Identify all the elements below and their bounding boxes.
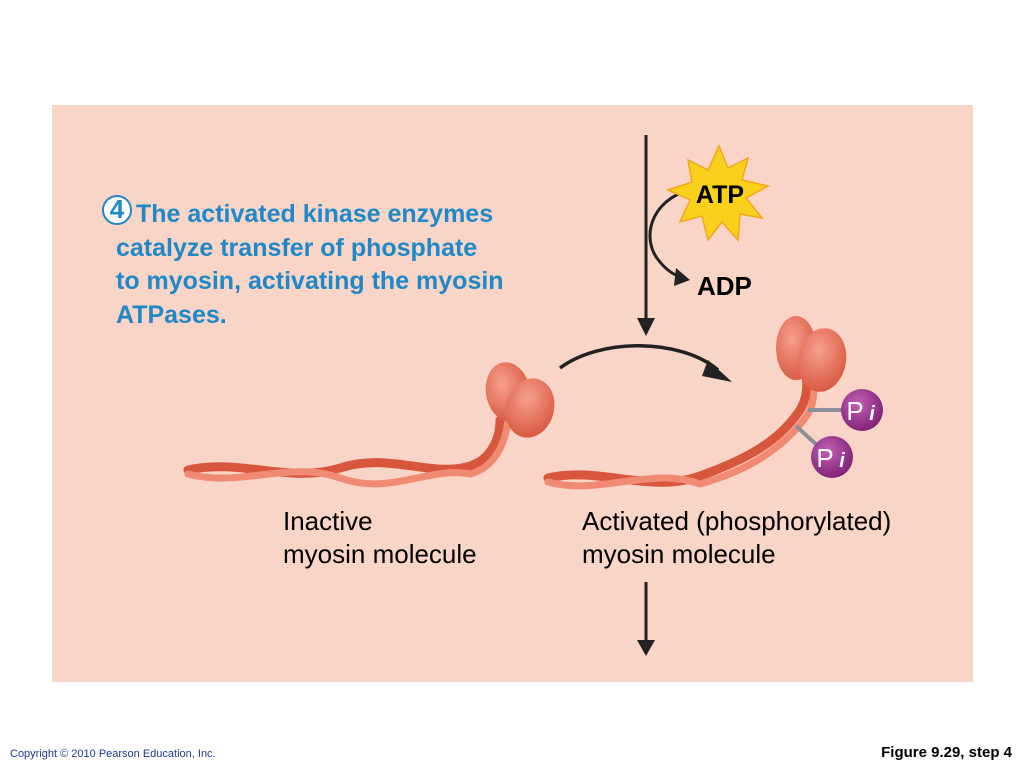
atp-adp-curve — [648, 188, 691, 280]
phosphate-icon-1: P i — [841, 389, 883, 431]
activated-label-line-2: myosin molecule — [582, 539, 776, 569]
step-line-3: to myosin, activating the myosin — [116, 267, 504, 295]
inactive-myosin-molecule — [183, 362, 555, 488]
pi-sub-1: i — [869, 403, 875, 425]
inactive-label-line-2: myosin molecule — [283, 539, 477, 569]
pi-sub-2: i — [839, 450, 845, 472]
step-line-2: catalyze transfer of phosphate — [116, 233, 478, 262]
activated-label-line-1: Activated (phosphorylated) — [582, 506, 892, 536]
inactive-myosin-label: Inactive myosin molecule — [283, 505, 477, 571]
activated-myosin-label: Activated (phosphorylated) myosin molecu… — [582, 505, 891, 571]
figure-caption: Figure 9.29, step 4 — [881, 744, 1012, 761]
activated-myosin-molecule — [543, 316, 847, 490]
inactive-label-line-1: Inactive — [283, 506, 373, 536]
copyright-text: Copyright © 2010 Pearson Education, Inc. — [10, 748, 216, 760]
transition-arrow-head — [702, 360, 732, 382]
atp-star-icon — [665, 144, 771, 242]
step-line-4: ATPases. — [116, 300, 227, 329]
step-line-1: The activated kinase enzymes — [136, 200, 494, 228]
arrow-down-bottom-head — [637, 640, 655, 656]
pi-letter-1: P — [846, 396, 863, 426]
transition-arrow — [558, 344, 720, 372]
adp-label: ADP — [697, 271, 752, 301]
arrow-down-top-head — [637, 318, 655, 336]
adp-arrow-head — [674, 268, 690, 286]
atp-label: ATP — [696, 181, 744, 209]
step-number-badge: 4 — [102, 195, 132, 225]
pi-letter-2: P — [816, 443, 833, 473]
phosphate-icon-2: P i — [811, 436, 853, 478]
